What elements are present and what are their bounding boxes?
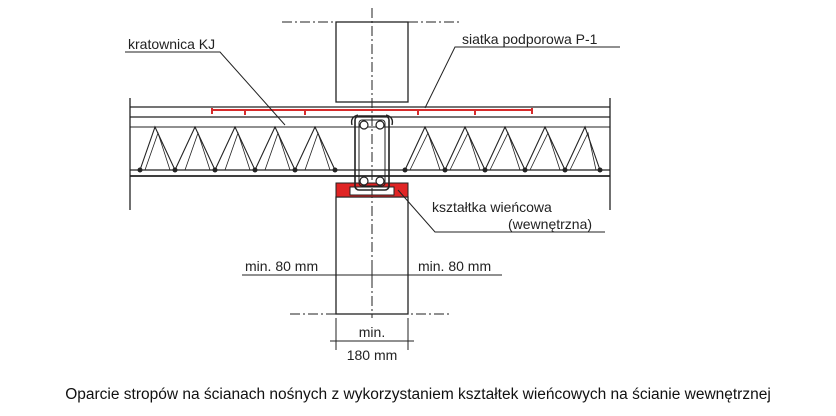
block-label-line1: kształtka wieńcowa <box>432 199 552 215</box>
block-label-line2: (wewnętrzna) <box>508 216 592 232</box>
truss-web-left-inner <box>144 131 331 171</box>
wall-min-label: min. <box>359 324 385 340</box>
ring-beam-bars <box>359 120 385 186</box>
mesh-label: siatka podporowa P-1 <box>462 31 598 47</box>
block-leader <box>397 189 605 233</box>
support-mesh <box>211 108 533 115</box>
truss-web-right-inner <box>409 131 597 171</box>
truss-web-left <box>139 125 336 172</box>
wall-width-label: 180 mm <box>347 347 398 363</box>
truss-web-right <box>404 125 601 172</box>
min-80-left-label: min. 80 mm <box>245 258 318 274</box>
slab-support-drawing: kratownica KJ siatka podporowa P-1 kszta… <box>125 8 620 363</box>
mesh-leader <box>424 46 620 109</box>
stirrup-inner <box>358 119 386 187</box>
truss-label: kratownica KJ <box>128 36 215 52</box>
truss-leader <box>125 51 286 126</box>
stirrup-hook <box>350 114 394 126</box>
stirrup <box>354 115 390 191</box>
figure-caption: Oparcie stropów na ścianach nośnych z wy… <box>65 386 771 403</box>
min-80-right-label: min. 80 mm <box>418 258 491 274</box>
chord-bars-bottom <box>137 167 603 173</box>
